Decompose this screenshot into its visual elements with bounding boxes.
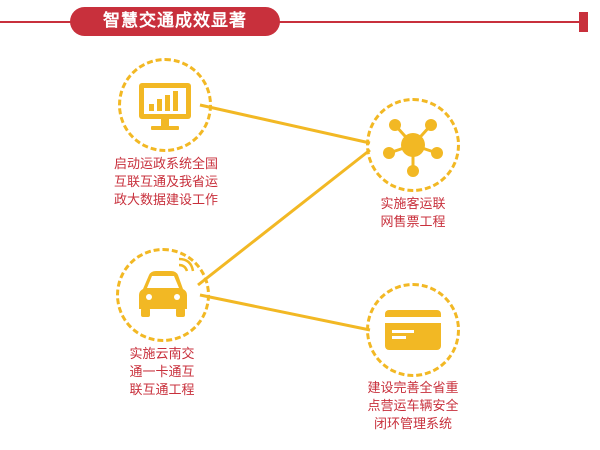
caption-car: 实施云南交 通一卡通互 联互通工程 [110, 346, 214, 400]
caption-line: 互联互通及我省运 [113, 175, 218, 190]
header-end-marker [579, 12, 588, 32]
connector-car-card [199, 293, 371, 332]
bar-chart-monitor-icon [139, 83, 191, 130]
caption-card: 建设完善全省重 点营运车辆安全 闭环管理系统 [346, 380, 480, 434]
connector-car-network [197, 148, 371, 287]
connector-monitor-network [199, 103, 371, 145]
card-icon [385, 310, 441, 350]
node-monitor [118, 58, 212, 152]
caption-line: 实施云南交 [129, 347, 195, 362]
caption-line: 实施客运联 [380, 197, 446, 212]
node-network [366, 98, 460, 192]
node-card [366, 283, 460, 377]
caption-monitor: 启动运政系统全国 互联互通及我省运 政大数据建设工作 [100, 156, 232, 210]
caption-line: 网售票工程 [380, 215, 446, 230]
node-car [116, 248, 210, 342]
header-divider [0, 21, 583, 23]
caption-line: 通一卡通互 [129, 365, 195, 380]
caption-line: 联互通工程 [129, 383, 195, 398]
caption-line: 政大数据建设工作 [113, 193, 218, 208]
car-signal-icon [139, 257, 195, 317]
caption-line: 点营运车辆安全 [367, 399, 459, 414]
caption-network: 实施客运联 网售票工程 [361, 196, 465, 232]
page-title: 智慧交通成效显著 [70, 7, 280, 36]
caption-line: 闭环管理系统 [373, 417, 452, 432]
network-hub-icon [383, 119, 443, 177]
caption-line: 启动运政系统全国 [113, 157, 218, 172]
caption-line: 建设完善全省重 [367, 381, 459, 396]
